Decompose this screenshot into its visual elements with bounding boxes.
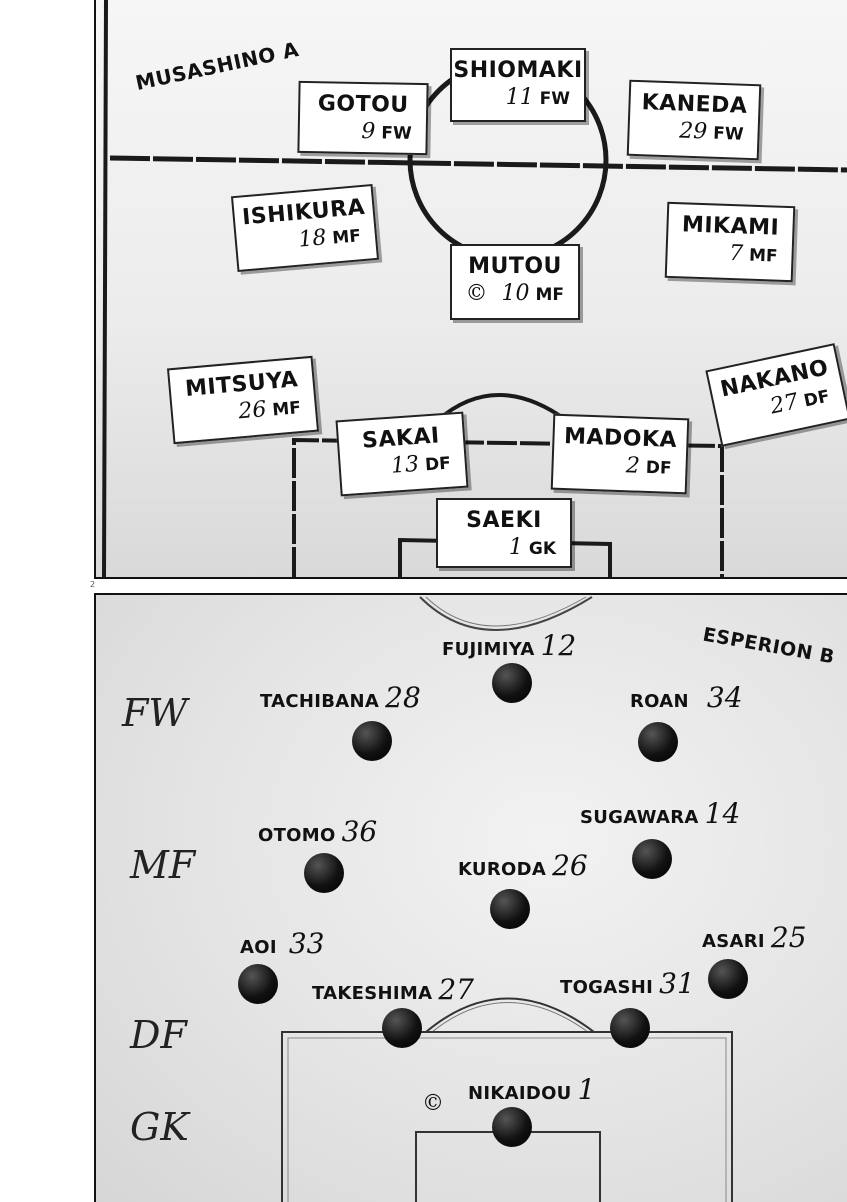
player-label-tachibana: TACHIBANA 28: [260, 681, 421, 714]
player-position: FW: [540, 89, 570, 109]
player-position: FW: [713, 124, 744, 145]
player-number: 1: [578, 1073, 596, 1106]
player-label-takeshima: TAKESHIMA 27: [312, 973, 474, 1006]
player-name: TACHIBANA: [260, 691, 379, 712]
player-name: OTOMO: [258, 825, 336, 846]
player-marker-aoi: [238, 964, 278, 1004]
row-label-gk: GK: [130, 1105, 189, 1149]
player-name: SAEKI: [438, 508, 570, 533]
player-number: 11: [506, 85, 534, 110]
player-number: 1: [509, 535, 523, 560]
player-name: NIKAIDOU: [468, 1083, 572, 1104]
player-number: 27: [438, 973, 474, 1006]
player-name: KURODA: [458, 859, 546, 880]
captain-mark-icon: ©: [465, 281, 487, 306]
player-name: AOI: [240, 937, 277, 958]
player-name: GOTOU: [300, 91, 426, 118]
row-label-fw: FW: [122, 691, 187, 735]
player-position: FW: [381, 123, 412, 144]
player-label-fujimiya: FUJIMIYA 12: [442, 629, 576, 662]
player-card-saeki: SAEKI 1 GK: [436, 498, 572, 568]
page-number: 2: [90, 580, 95, 589]
player-label-togashi: TOGASHI 31: [560, 967, 695, 1000]
player-card-madoka: MADOKA 2DF: [551, 414, 690, 495]
row-label-df: DF: [130, 1013, 187, 1057]
player-label-asari: ASARI 25: [702, 921, 807, 954]
player-number: 18: [297, 225, 327, 252]
player-name: ROAN: [630, 691, 689, 712]
player-marker-otomo: [304, 853, 344, 893]
player-position: MF: [749, 246, 778, 267]
player-number: 14: [705, 797, 741, 830]
player-card-shiomaki: SHIOMAKI 11 FW: [450, 48, 586, 122]
player-name: SUGAWARA: [580, 807, 699, 828]
captain-mark-icon: ©: [422, 1091, 444, 1116]
player-label-sugawara: SUGAWARA 14: [580, 797, 740, 830]
player-marker-nikaidou: [492, 1107, 532, 1147]
player-position: GK: [529, 539, 556, 559]
player-position: MF: [332, 226, 362, 248]
player-label-nikaidou: NIKAIDOU 1: [468, 1073, 595, 1106]
row-label-mf: MF: [130, 843, 195, 887]
player-name: KANEDA: [630, 90, 759, 119]
player-marker-takeshima: [382, 1008, 422, 1048]
player-position: DF: [424, 454, 451, 476]
player-name: ASARI: [702, 931, 765, 952]
player-number: 9: [361, 119, 375, 144]
player-name: TOGASHI: [560, 977, 653, 998]
player-card-ishikura: ISHIKURA 18MF: [231, 184, 379, 272]
formation-panel-musashino: MUSASHINO A SHIOMAKI 11FW GOTOU 9FW KANE…: [94, 0, 847, 579]
player-name: FUJIMIYA: [442, 639, 535, 660]
player-number: 27: [768, 389, 801, 419]
player-label-roan: ROAN 34: [630, 681, 743, 714]
player-card-sakai: SAKAI 13DF: [336, 412, 469, 497]
player-marker-sugawara: [632, 839, 672, 879]
player-number: 36: [342, 815, 378, 848]
player-card-mitsuya: MITSUYA 26MF: [167, 356, 319, 444]
player-number: 25: [771, 921, 807, 954]
player-number: 7: [729, 241, 744, 266]
player-marker-fujimiya: [492, 663, 532, 703]
player-name: TAKESHIMA: [312, 983, 432, 1004]
player-number: 31: [659, 967, 695, 1000]
player-marker-asari: [708, 959, 748, 999]
player-position: MF: [535, 285, 564, 305]
player-card-mikami: MIKAMI 7MF: [665, 202, 796, 282]
player-number: 29: [679, 118, 708, 144]
player-card-mutou: MUTOU © 10 MF: [450, 244, 580, 320]
player-number: 28: [385, 681, 421, 714]
player-number: 26: [552, 849, 588, 882]
player-number: 13: [390, 452, 420, 479]
player-name: MUTOU: [452, 254, 578, 279]
player-number: 26: [237, 397, 267, 424]
player-card-gotou: GOTOU 9 FW: [297, 81, 428, 155]
formation-panel-esperion: ESPERION B FW MF DF GK FUJIMIYA12 TACHIB…: [94, 593, 847, 1202]
player-marker-togashi: [610, 1008, 650, 1048]
player-marker-roan: [638, 722, 678, 762]
player-number: 33: [289, 927, 325, 960]
player-position: DF: [645, 458, 671, 479]
player-name: SHIOMAKI: [452, 58, 584, 83]
player-number: 2: [625, 453, 640, 478]
player-label-aoi: AOI 33: [240, 927, 324, 960]
player-number: 12: [541, 629, 577, 662]
player-number: 34: [707, 681, 743, 714]
player-name: MIKAMI: [668, 212, 793, 241]
player-marker-kuroda: [490, 889, 530, 929]
player-label-otomo: OTOMO 36: [258, 815, 377, 848]
player-label-kuroda: KURODA 26: [458, 849, 588, 882]
player-position: DF: [802, 387, 831, 412]
player-position: MF: [272, 398, 302, 420]
player-number: 10: [501, 281, 529, 306]
player-name: MADOKA: [554, 424, 687, 454]
player-marker-tachibana: [352, 721, 392, 761]
player-card-kaneda: KANEDA 29FW: [627, 80, 762, 161]
